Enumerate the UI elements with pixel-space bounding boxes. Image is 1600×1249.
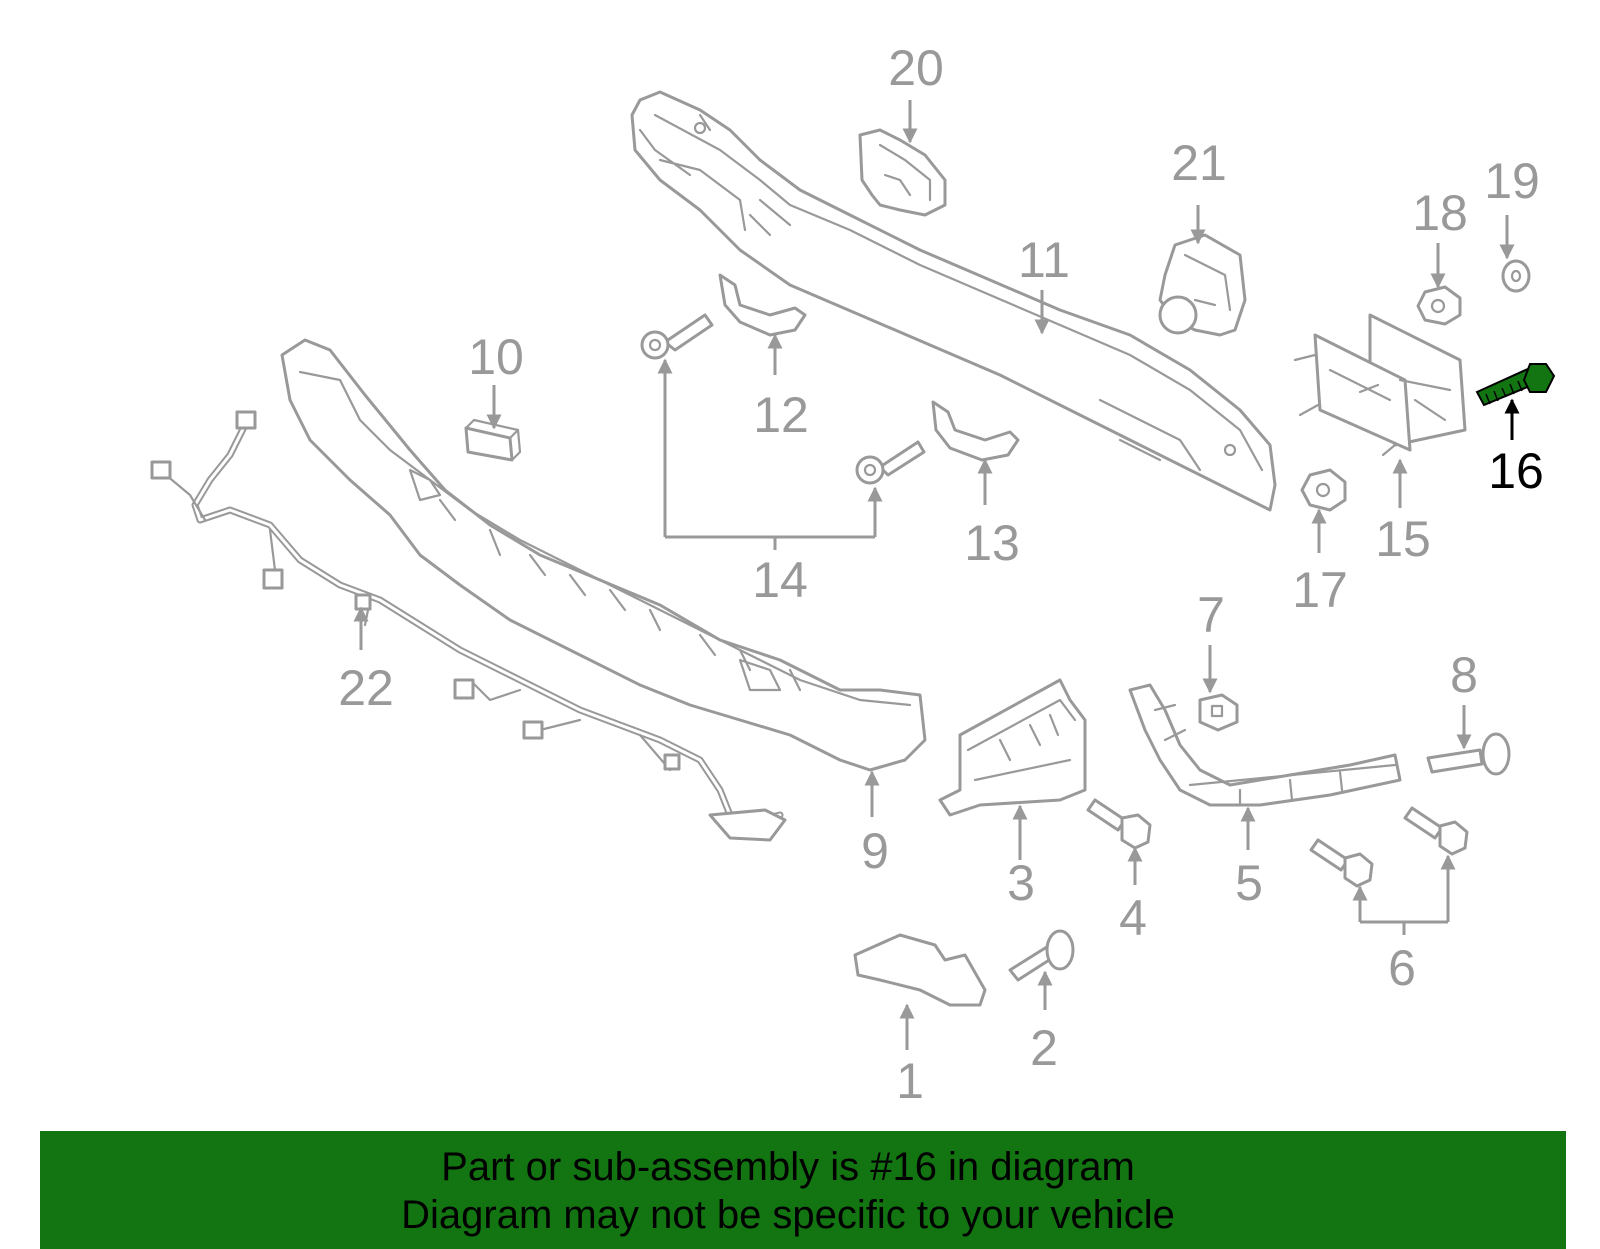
part-15-mount-bracket: [1293, 313, 1467, 457]
part-22-wiring-harness: [150, 410, 787, 842]
callout-8: 8: [1450, 647, 1478, 703]
callout-2: 2: [1030, 1020, 1058, 1076]
part-12-bracket: [718, 273, 807, 337]
callout-11: 11: [1018, 232, 1070, 288]
part-19-washer: [1501, 259, 1531, 293]
callout-20: 20: [888, 40, 944, 96]
callout-4: 4: [1119, 890, 1147, 946]
callout-labels: 20 21 11 18 19 10 12 13 14 17 15 16 22 7…: [338, 40, 1544, 1109]
callout-19: 19: [1484, 153, 1540, 209]
part-5-strip-bracket: [1128, 683, 1402, 807]
part-4-bolt: [1086, 798, 1152, 850]
callout-13: 13: [964, 515, 1020, 571]
part-9-energy-absorber: [280, 338, 927, 772]
part-20-bracket: [858, 128, 947, 217]
callout-1: 1: [896, 1053, 924, 1109]
info-banner: Part or sub-assembly is #16 in diagram D…: [40, 1131, 1566, 1249]
part-16-bolt: [1475, 363, 1556, 407]
part-13-bracket: [931, 400, 1020, 462]
callout-21: 21: [1171, 135, 1227, 191]
callout-15: 15: [1375, 511, 1431, 567]
callout-9: 9: [861, 823, 889, 879]
part-11-reinforcement-beam: [630, 90, 1277, 512]
callout-5: 5: [1235, 855, 1263, 911]
callout-18: 18: [1412, 185, 1468, 241]
banner-line-1: Part or sub-assembly is #16 in diagram: [441, 1145, 1135, 1189]
part-10-block: [464, 418, 522, 462]
banner-line-2: Diagram may not be specific to your vehi…: [401, 1193, 1175, 1237]
callout-14: 14: [752, 552, 808, 608]
part-1-lower-bracket: [853, 933, 987, 1007]
part-6-bolts: [1309, 806, 1469, 888]
leader-lines: [353, 100, 1520, 1050]
part-3-side-bracket: [938, 678, 1087, 817]
part-21-parking-sensor: [1158, 233, 1247, 337]
part-7-clip: [1198, 693, 1239, 732]
part-8-screw: [1426, 732, 1511, 776]
callout-16-highlighted: 16: [1488, 443, 1544, 499]
callout-12: 12: [753, 387, 809, 443]
part-18-nut: [1416, 285, 1462, 326]
part-14-screws: [640, 313, 926, 485]
callout-6: 6: [1388, 940, 1416, 996]
callout-10: 10: [468, 329, 524, 385]
part-17-nut: [1300, 468, 1347, 512]
callout-17: 17: [1292, 562, 1348, 618]
part-2-screw: [1008, 929, 1075, 982]
callout-22: 22: [338, 660, 394, 716]
callout-3: 3: [1007, 855, 1035, 911]
callout-7: 7: [1197, 587, 1225, 643]
